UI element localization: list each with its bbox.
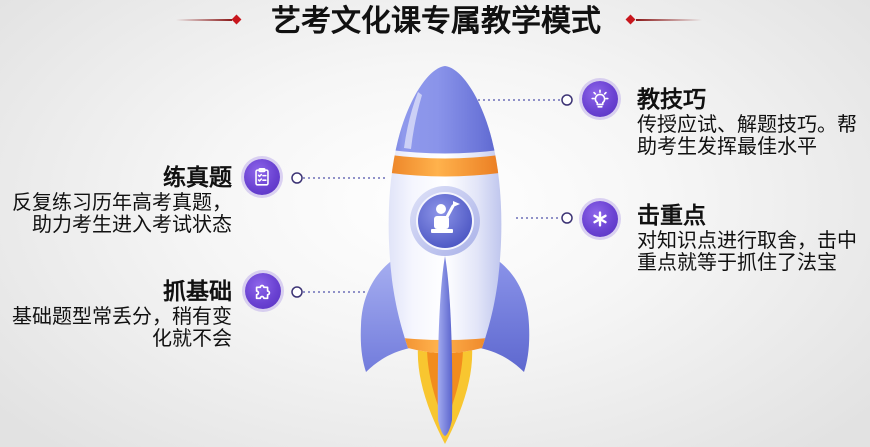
feature-description-line: 传授应试、解题技巧。帮: [637, 112, 857, 136]
feature-heading: 练真题: [163, 165, 232, 191]
rocket-band-top: [388, 152, 502, 177]
feature-description-line: 基础题型常丢分，稍有变: [12, 304, 232, 328]
lightbulb-icon: [582, 81, 618, 117]
page-title: 艺考文化课专属教学模式: [271, 4, 601, 39]
feature-description-line: 反复练习历年高考真题，: [12, 190, 232, 214]
asterisk-icon: [582, 201, 618, 237]
astronaut-icon: [431, 201, 460, 233]
feature-description-line: 对知识点进行取舍，击中: [637, 228, 857, 252]
connector-teach-skills: [478, 94, 573, 106]
connector-fundamentals: [291, 286, 366, 298]
rocket-nose: [388, 66, 502, 154]
feature-description-line: 助力考生进入考试状态: [32, 212, 232, 236]
connector-practice-exams: [291, 172, 387, 184]
feature-description-line: 重点就等于抓住了法宝: [637, 250, 837, 274]
connector-key-points: [516, 212, 573, 224]
feature-heading: 抓基础: [163, 279, 232, 305]
feature-description-line: 化就不会: [152, 326, 232, 350]
feature-practice-exams: 练真题 反复练习历年高考真题， 助力考生进入考试状态: [12, 165, 232, 235]
feature-description-line: 助考生发挥最佳水平: [637, 134, 817, 158]
feature-key-points: 击重点 对知识点进行取舍，击中 重点就等于抓住了法宝: [637, 203, 857, 273]
checklist-icon: [244, 159, 280, 195]
feature-heading: 教技巧: [637, 87, 706, 113]
feature-fundamentals: 抓基础 基础题型常丢分，稍有变 化就不会: [12, 279, 232, 349]
title-ornament-line-left: [176, 19, 232, 21]
rocket-band-bottom: [388, 334, 502, 353]
feature-teach-skills: 教技巧 传授应试、解题技巧。帮 助考生发挥最佳水平: [637, 87, 857, 157]
puzzle-icon: [245, 273, 281, 309]
rocket-window: [410, 186, 480, 256]
feature-heading: 击重点: [637, 203, 706, 229]
rocket-fin-center: [437, 256, 453, 436]
title-ornament-line-right: [636, 19, 702, 21]
